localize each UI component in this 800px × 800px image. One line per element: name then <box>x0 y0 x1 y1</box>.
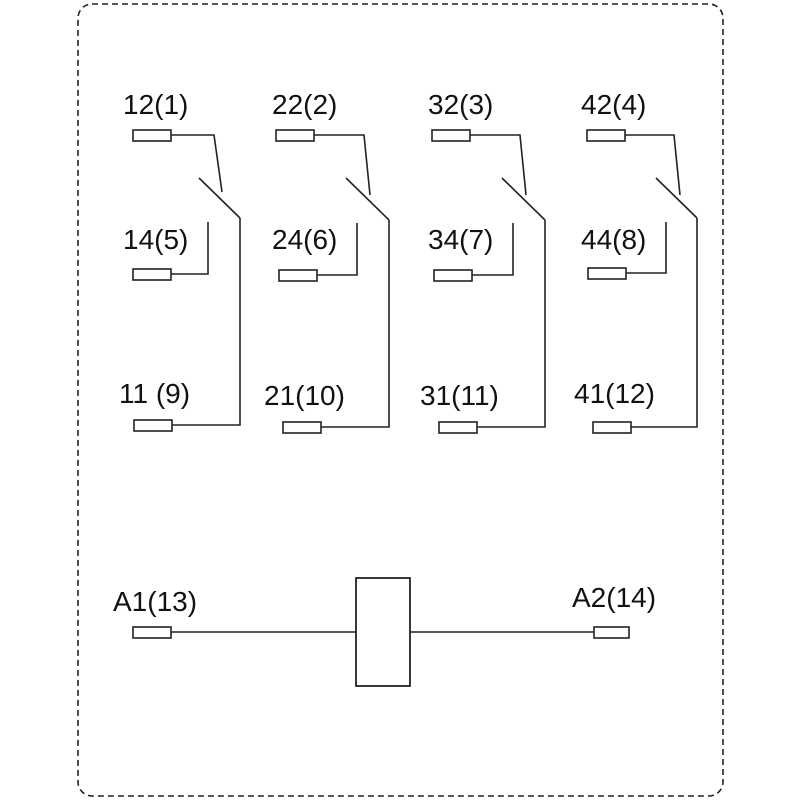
contact-group-1: 12(1) 14(5) 11 (9) <box>119 89 241 432</box>
terminal-pin-32 <box>431 129 471 142</box>
no-wire-1 <box>171 222 209 275</box>
coil-circuit: A1(13) A2(14) <box>113 577 656 687</box>
terminal-label-44: 44(8) <box>581 224 646 255</box>
terminal-pin-11 <box>133 419 173 432</box>
coil-symbol <box>355 577 411 687</box>
terminal-pin-31 <box>438 421 478 434</box>
contact-group-4: 42(4) 44(8) 41(12) <box>574 89 698 434</box>
terminal-pin-12 <box>132 129 172 142</box>
terminal-label-12: 12(1) <box>123 89 188 120</box>
terminal-label-a1: A1(13) <box>113 586 197 617</box>
terminal-pin-44 <box>587 267 627 280</box>
terminal-label-41: 41(12) <box>574 378 655 409</box>
contact-blade-3 <box>501 177 546 221</box>
terminal-label-42: 42(4) <box>581 89 646 120</box>
terminal-label-21: 21(10) <box>264 380 345 411</box>
contact-blade-1 <box>198 177 241 219</box>
no-wire-2 <box>317 223 358 276</box>
no-wire-4 <box>626 222 667 274</box>
terminal-pin-a2 <box>593 626 630 639</box>
terminal-pin-41 <box>592 421 632 434</box>
nc-wire-4 <box>625 134 681 196</box>
no-wire-3 <box>472 223 514 276</box>
com-wire-4 <box>631 218 698 428</box>
com-wire-1 <box>172 218 241 426</box>
terminal-label-24: 24(6) <box>272 224 337 255</box>
nc-wire-2 <box>314 134 371 196</box>
terminal-pin-21 <box>282 421 322 434</box>
terminal-label-31: 31(11) <box>420 380 499 411</box>
contact-blade-2 <box>345 177 390 221</box>
terminal-pin-22 <box>275 129 315 142</box>
nc-wire-1 <box>171 134 223 193</box>
terminal-label-22: 22(2) <box>272 89 337 120</box>
contact-blade-4 <box>655 177 698 219</box>
terminal-label-a2: A2(14) <box>572 582 656 613</box>
com-wire-3 <box>477 220 546 428</box>
terminal-label-14: 14(5) <box>123 224 188 255</box>
terminal-pin-42 <box>586 129 626 142</box>
terminal-label-11: 11 (9) <box>119 378 190 409</box>
relay-housing-outline <box>77 3 724 797</box>
contact-group-2: 22(2) 24(6) 21(10) <box>264 89 390 434</box>
terminal-pin-14 <box>132 268 172 281</box>
nc-wire-3 <box>470 134 527 196</box>
contact-group-3: 32(3) 34(7) 31(11) <box>420 89 546 434</box>
terminal-label-32: 32(3) <box>428 89 493 120</box>
terminal-pin-24 <box>278 269 318 282</box>
terminal-label-34: 34(7) <box>428 224 493 255</box>
terminal-pin-34 <box>433 269 473 282</box>
terminal-pin-a1 <box>132 626 172 639</box>
com-wire-2 <box>321 220 390 428</box>
